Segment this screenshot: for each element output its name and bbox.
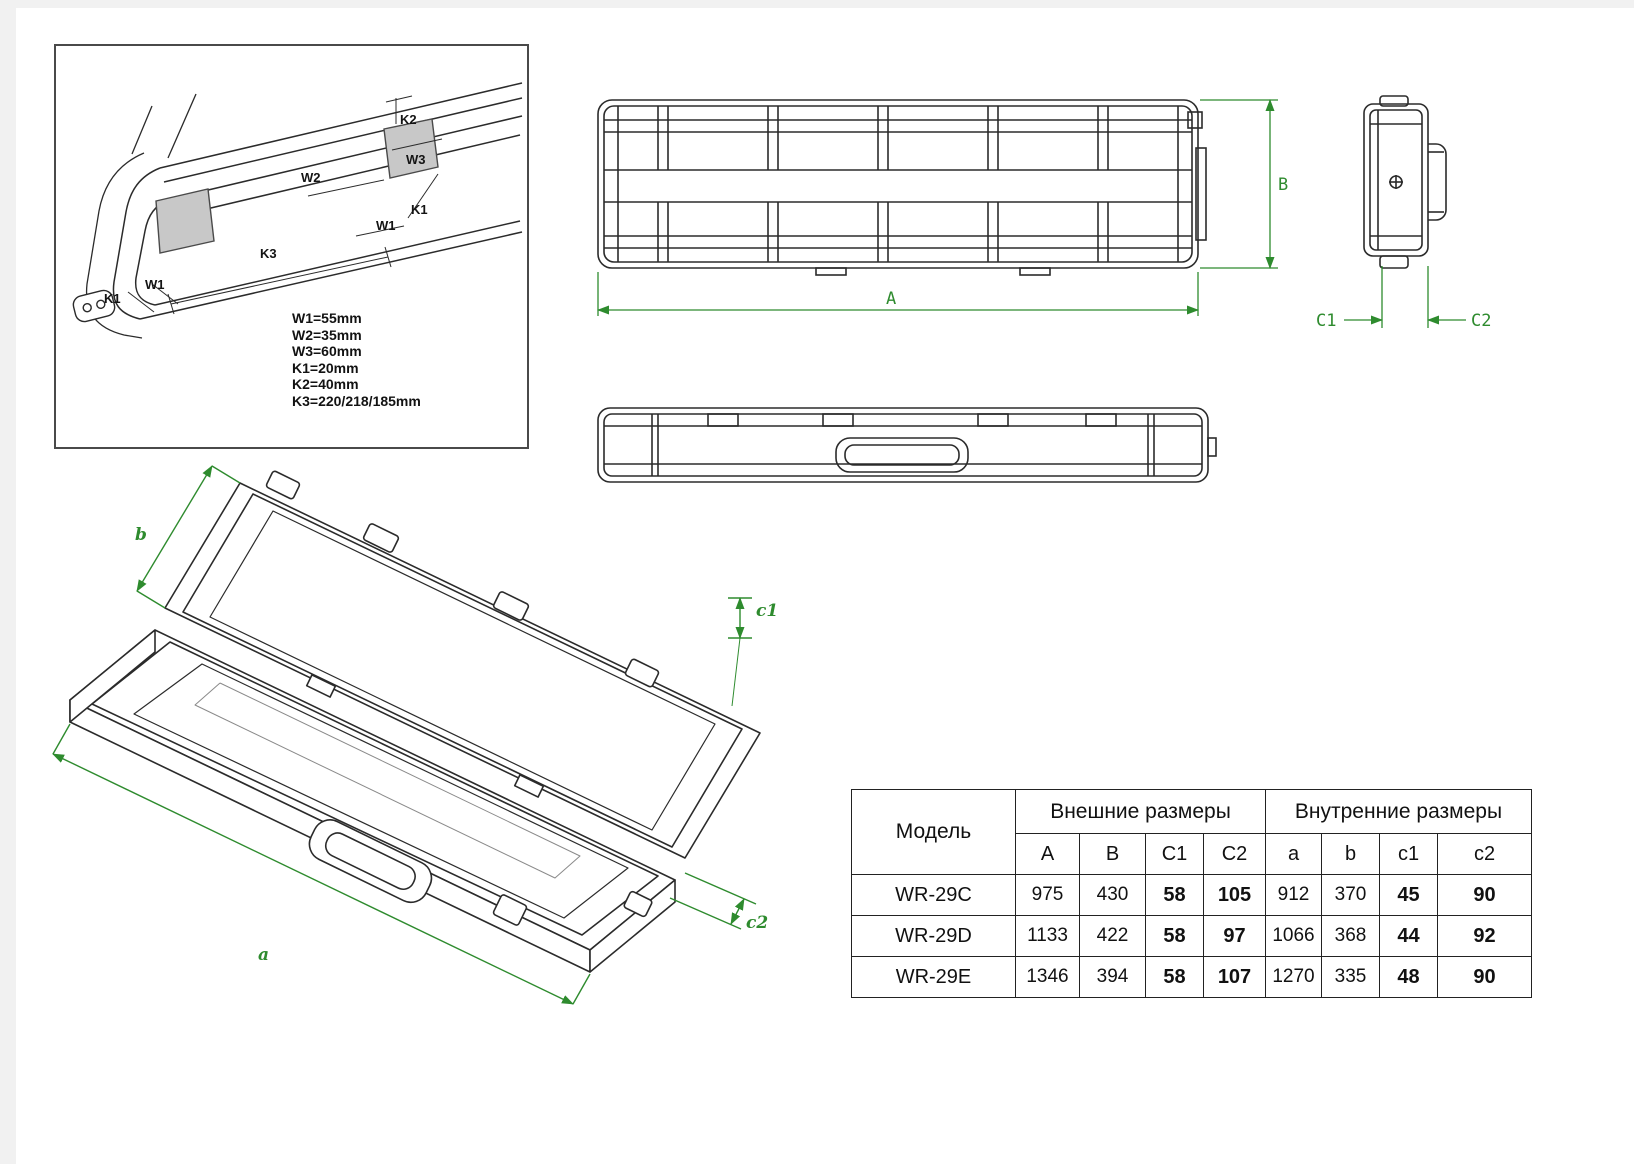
col-header-A: A	[1015, 833, 1080, 875]
model-column-header: Модель	[851, 789, 1016, 875]
callout-k2: K2	[400, 112, 417, 127]
table-header-row: Модель Внешние размеры Внутренние размер…	[851, 789, 1532, 875]
iso-dim-a-label: a	[258, 945, 269, 965]
side-view-dimensions	[1344, 266, 1466, 328]
table-cell: 58	[1145, 956, 1204, 998]
table-cell: 370	[1321, 874, 1380, 916]
table-cell: 1133	[1015, 915, 1080, 957]
front-view-drawing: A B	[597, 99, 1288, 316]
case-corner-outline	[85, 82, 523, 339]
iso-dimensions	[52, 465, 757, 1005]
case-top-outline	[597, 407, 1217, 483]
model-cell: WR-29C	[851, 874, 1016, 916]
table-cell: 97	[1203, 915, 1266, 957]
side-dim-c2-label: C2	[1471, 311, 1491, 331]
page-edge-top	[0, 0, 1634, 8]
dimensions-table: Модель Внешние размеры Внутренние размер…	[851, 789, 1532, 998]
table-cell: 975	[1015, 874, 1080, 916]
foam-detail-inset-panel: K2 W3 W2 W1 K1 K3 W1 K1 W1=55mm W2=35mm …	[54, 44, 529, 449]
open-case-outline	[69, 470, 761, 973]
lid-latches	[265, 470, 660, 688]
front-dim-a-label: A	[886, 289, 896, 309]
table-cell: 107	[1203, 956, 1266, 998]
table-cell: 44	[1379, 915, 1438, 957]
col-header-B: B	[1079, 833, 1146, 875]
callout-leader-lines	[127, 95, 443, 315]
table-cell: 422	[1079, 915, 1146, 957]
table-cell: 58	[1145, 915, 1204, 957]
side-dim-c1-label: C1	[1316, 311, 1336, 331]
table-row: WR-29E 1346 394 58 107 1270 335 48 90	[851, 956, 1532, 998]
table-cell: 58	[1145, 874, 1204, 916]
front-dim-b-label: B	[1278, 175, 1288, 195]
legend-line: W2=35mm	[292, 326, 362, 343]
col-header-c1: c1	[1379, 833, 1438, 875]
table-cell: 368	[1321, 915, 1380, 957]
legend-line: K3=220/218/185mm	[292, 392, 421, 409]
foam-dimension-legend: W1=55mm W2=35mm W3=60mm K1=20mm K2=40mm …	[292, 310, 421, 409]
legend-line: K1=20mm	[292, 359, 359, 376]
table-cell: 45	[1379, 874, 1438, 916]
legend-line: W3=60mm	[292, 343, 362, 359]
table-cell: 90	[1437, 956, 1532, 998]
table-cell: 394	[1079, 956, 1146, 998]
legend-line: K2=40mm	[292, 376, 359, 392]
callout-w1-left: W1	[145, 277, 165, 292]
table-cell: 1066	[1265, 915, 1322, 957]
table-cell: 1270	[1265, 956, 1322, 998]
col-header-a: a	[1265, 833, 1322, 875]
internal-dims-header: Внутренние размеры	[1265, 789, 1532, 834]
table-cell: 105	[1203, 874, 1266, 916]
model-cell: WR-29D	[851, 915, 1016, 957]
side-view-drawing: C1 C2	[1316, 95, 1491, 331]
model-cell: WR-29E	[851, 956, 1016, 998]
page-edge-left	[0, 0, 16, 1164]
table-cell: 912	[1265, 874, 1322, 916]
mounting-lug	[72, 289, 116, 323]
top-view-drawing	[597, 407, 1217, 483]
callout-k3: K3	[260, 246, 277, 261]
table-row: WR-29C 975 430 58 105 912 370 45 90	[851, 874, 1532, 916]
col-header-C2: C2	[1203, 833, 1266, 875]
table-cell: 90	[1437, 874, 1532, 916]
table-cell: 48	[1379, 956, 1438, 998]
iso-dim-c1-label: c1	[756, 601, 778, 621]
case-front-outline	[597, 99, 1207, 276]
iso-dim-b-label: b	[135, 525, 147, 545]
iso-dim-c2-label: c2	[746, 913, 768, 933]
callout-w1-right: W1	[376, 218, 396, 233]
col-header-b: b	[1321, 833, 1380, 875]
table-cell: 430	[1079, 874, 1146, 916]
callout-k1-right: K1	[411, 202, 428, 217]
table-subheader-row: A B C1 C2 a b c1 c2	[852, 833, 1532, 875]
isometric-open-case-drawing: b a c1 c2	[52, 465, 778, 1005]
callout-w2: W2	[301, 170, 321, 185]
table-cell: 335	[1321, 956, 1380, 998]
callout-k1-left: K1	[104, 291, 121, 306]
col-header-c2: c2	[1437, 833, 1532, 875]
foam-blocks	[155, 118, 439, 254]
front-view-dimensions	[597, 99, 1278, 316]
inset-detail-drawing: K2 W3 W2 W1 K1 K3 W1 K1	[72, 82, 523, 339]
callout-w3: W3	[406, 152, 426, 167]
external-dims-header: Внешние размеры	[1015, 789, 1266, 834]
legend-line: W1=55mm	[292, 310, 362, 326]
table-cell: 92	[1437, 915, 1532, 957]
table-row: WR-29D 1133 422 58 97 1066 368 44 92	[851, 915, 1532, 957]
case-side-outline	[1363, 95, 1447, 269]
col-header-C1: C1	[1145, 833, 1204, 875]
table-cell: 1346	[1015, 956, 1080, 998]
